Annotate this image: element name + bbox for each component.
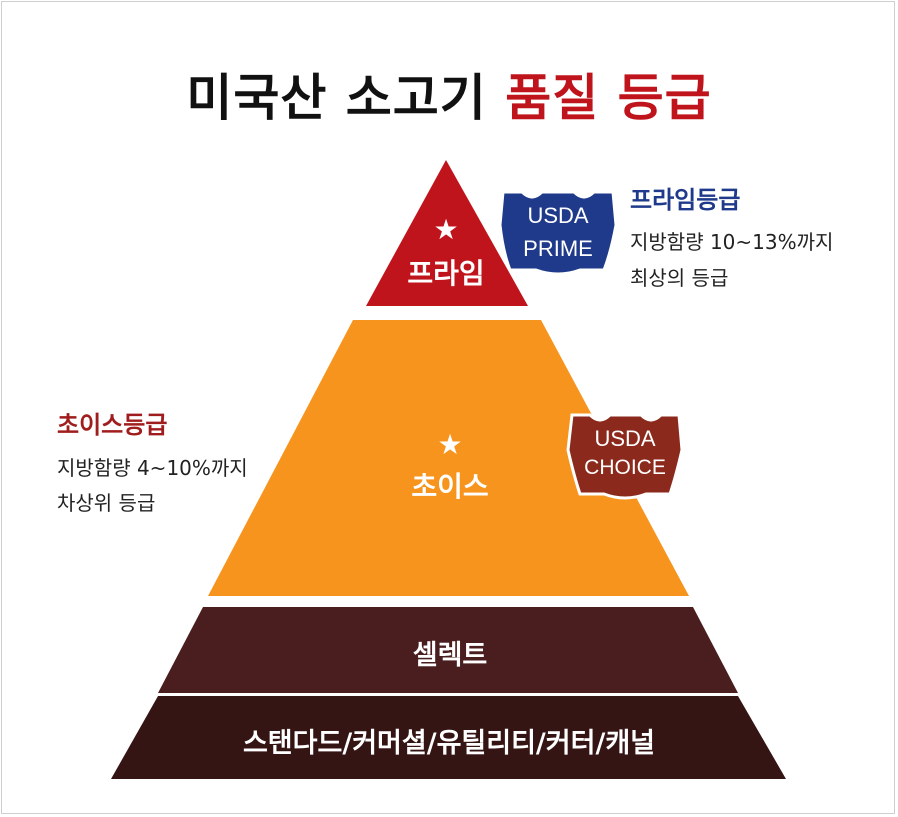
choice-desc-line2: 차상위 등급 <box>57 491 156 515</box>
page-title: 미국산 소고기 품질 등급 <box>0 58 898 130</box>
tier-prime <box>366 160 528 306</box>
prime-tier-label: 프라임 <box>407 257 485 290</box>
prime-desc-line1: 지방함량 10~13%까지 <box>630 230 834 254</box>
tier-standard <box>111 696 786 779</box>
prime-star-icon: ★ <box>433 213 459 246</box>
tier-choice <box>208 320 689 596</box>
choice-tier-label: 초이스 <box>411 470 489 503</box>
select-tier-label: 셀렉트 <box>412 640 488 671</box>
usda-choice-badge-line1: USDA <box>594 426 656 451</box>
usda-choice-badge-line2: CHOICE <box>584 456 666 479</box>
title-main: 미국산 소고기 <box>186 69 487 127</box>
choice-desc-line1: 지방함량 4~10%까지 <box>57 456 248 480</box>
title-accent: 품질 등급 <box>505 69 712 127</box>
choice-desc-title: 초이스등급 <box>57 411 168 439</box>
usda-prime-badge-icon <box>498 190 618 276</box>
prime-desc-line2: 최상의 등급 <box>630 266 729 290</box>
usda-choice-badge-icon <box>566 413 684 500</box>
usda-prime-badge-line2: PRIME <box>523 236 593 261</box>
choice-star-icon: ★ <box>437 428 463 461</box>
usda-prime-badge-line1: USDA <box>527 203 589 228</box>
prime-desc-title: 프라임등급 <box>630 186 741 214</box>
standard-tier-label: 스탠다드/커머셜/유틸리티/커터/캐널 <box>242 728 656 759</box>
tier-select <box>158 607 738 693</box>
